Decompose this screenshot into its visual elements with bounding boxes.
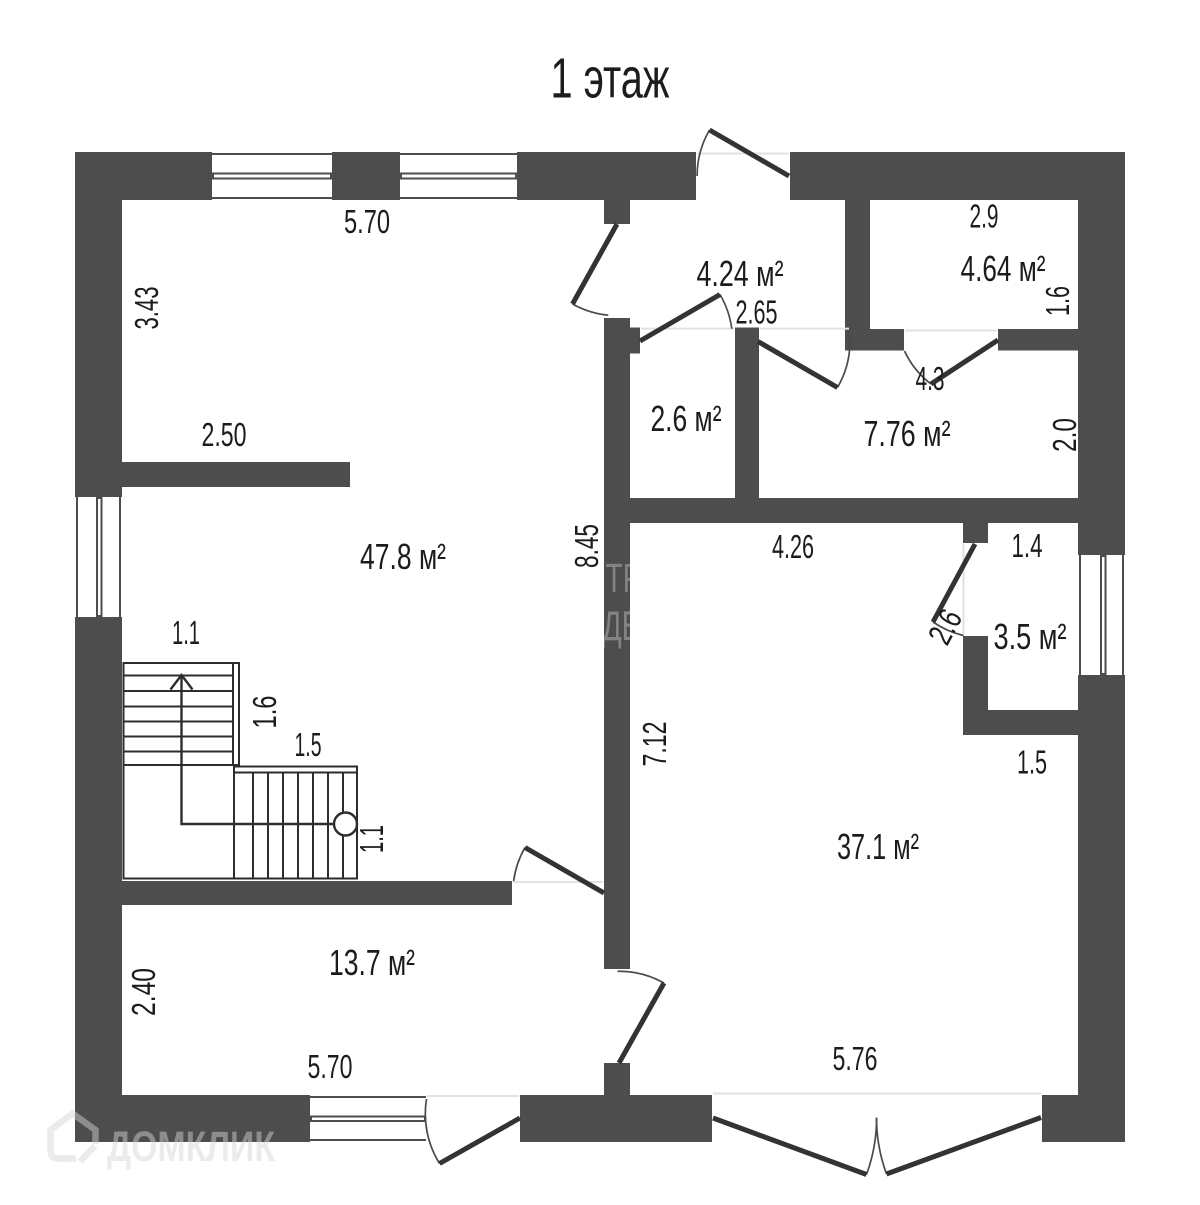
svg-text:1.5: 1.5 bbox=[295, 726, 322, 763]
svg-text:7.76 м²: 7.76 м² bbox=[864, 413, 951, 454]
svg-text:1.4: 1.4 bbox=[1012, 527, 1043, 564]
svg-text:5.70: 5.70 bbox=[308, 1048, 353, 1085]
svg-text:5.76: 5.76 bbox=[833, 1040, 878, 1077]
svg-text:8.45: 8.45 bbox=[568, 524, 605, 568]
svg-text:2.0: 2.0 bbox=[1046, 418, 1083, 452]
svg-text:ДОМКЛИК: ДОМКЛИК bbox=[107, 1123, 276, 1171]
svg-text:2.65: 2.65 bbox=[736, 294, 778, 331]
svg-text:1.1: 1.1 bbox=[353, 825, 390, 853]
svg-text:3.5 м²: 3.5 м² bbox=[994, 616, 1067, 657]
svg-text:13.7 м²: 13.7 м² bbox=[329, 942, 415, 983]
svg-text:37.1 м²: 37.1 м² bbox=[837, 826, 919, 867]
svg-text:4.64 м²: 4.64 м² bbox=[961, 248, 1046, 289]
svg-text:4.3: 4.3 bbox=[916, 360, 945, 397]
svg-text:1.1: 1.1 bbox=[172, 614, 200, 651]
svg-text:7.12: 7.12 bbox=[636, 722, 673, 767]
svg-text:2.40: 2.40 bbox=[125, 968, 162, 1016]
svg-text:2.50: 2.50 bbox=[202, 416, 247, 453]
svg-text:5.70: 5.70 bbox=[344, 203, 390, 240]
svg-text:47.8 м²: 47.8 м² bbox=[360, 536, 446, 577]
svg-text:1 этаж: 1 этаж bbox=[551, 47, 670, 111]
svg-text:1.6: 1.6 bbox=[246, 696, 283, 729]
svg-text:2.6 м²: 2.6 м² bbox=[651, 398, 722, 439]
svg-text:1.6: 1.6 bbox=[1039, 286, 1076, 316]
svg-text:4.24 м²: 4.24 м² bbox=[697, 253, 784, 294]
svg-text:2.9: 2.9 bbox=[970, 198, 999, 235]
svg-text:3.43: 3.43 bbox=[128, 287, 165, 330]
svg-text:4.26: 4.26 bbox=[772, 528, 814, 565]
svg-text:1.5: 1.5 bbox=[1017, 744, 1047, 781]
